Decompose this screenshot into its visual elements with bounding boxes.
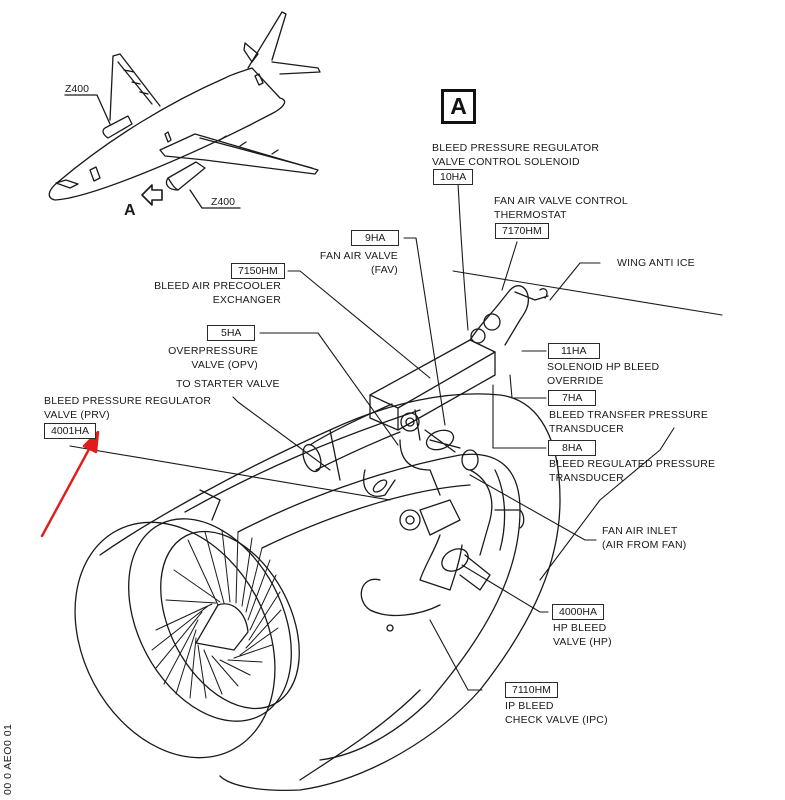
callout-5ha-tag[interactable]: 5HA bbox=[207, 325, 256, 341]
document-id: 00 0 AEO0 01 bbox=[2, 723, 14, 795]
callout-to-starter-valve: TO STARTER VALVE bbox=[176, 378, 280, 390]
aircraft-locator bbox=[48, 11, 321, 209]
callout-7170hm-tag[interactable]: 7170HM bbox=[495, 223, 549, 239]
zone-label-z400-near: Z400 bbox=[211, 196, 235, 208]
callout-7ha-tag[interactable]: 7HA bbox=[548, 390, 597, 406]
zone-label-z400-far: Z400 bbox=[65, 83, 89, 95]
callout-4001ha-tag[interactable]: 4001HA bbox=[44, 423, 96, 439]
leader-lines bbox=[69, 182, 723, 691]
view-a-title-box: A bbox=[441, 89, 476, 124]
view-a-arrow-label: A bbox=[124, 202, 136, 219]
bleed-plumbing bbox=[302, 285, 549, 632]
callout-10ha-tag[interactable]: 10HA bbox=[433, 169, 474, 185]
callout-4000ha-tag[interactable]: 4000HA bbox=[552, 604, 604, 620]
callout-wing-anti-ice: WING ANTI ICE bbox=[617, 257, 695, 269]
highlight-arrow bbox=[40, 430, 100, 538]
engine-nacelle bbox=[74, 393, 561, 792]
callout-7150hm-tag[interactable]: 7150HM bbox=[231, 263, 285, 279]
callout-9ha-desc: FAN AIR VALVE(FAV) bbox=[319, 250, 398, 276]
callout-8ha-tag[interactable]: 8HA bbox=[548, 440, 597, 456]
callout-11ha-tag[interactable]: 11HA bbox=[548, 343, 600, 359]
callout-9ha-tag[interactable]: 9HA bbox=[351, 230, 400, 246]
view-arrow-icon bbox=[141, 184, 163, 206]
callout-7110hm-tag[interactable]: 7110HM bbox=[505, 682, 558, 698]
callout-fan-air-inlet: FAN AIR INLET(AIR FROM FAN) bbox=[602, 525, 687, 551]
